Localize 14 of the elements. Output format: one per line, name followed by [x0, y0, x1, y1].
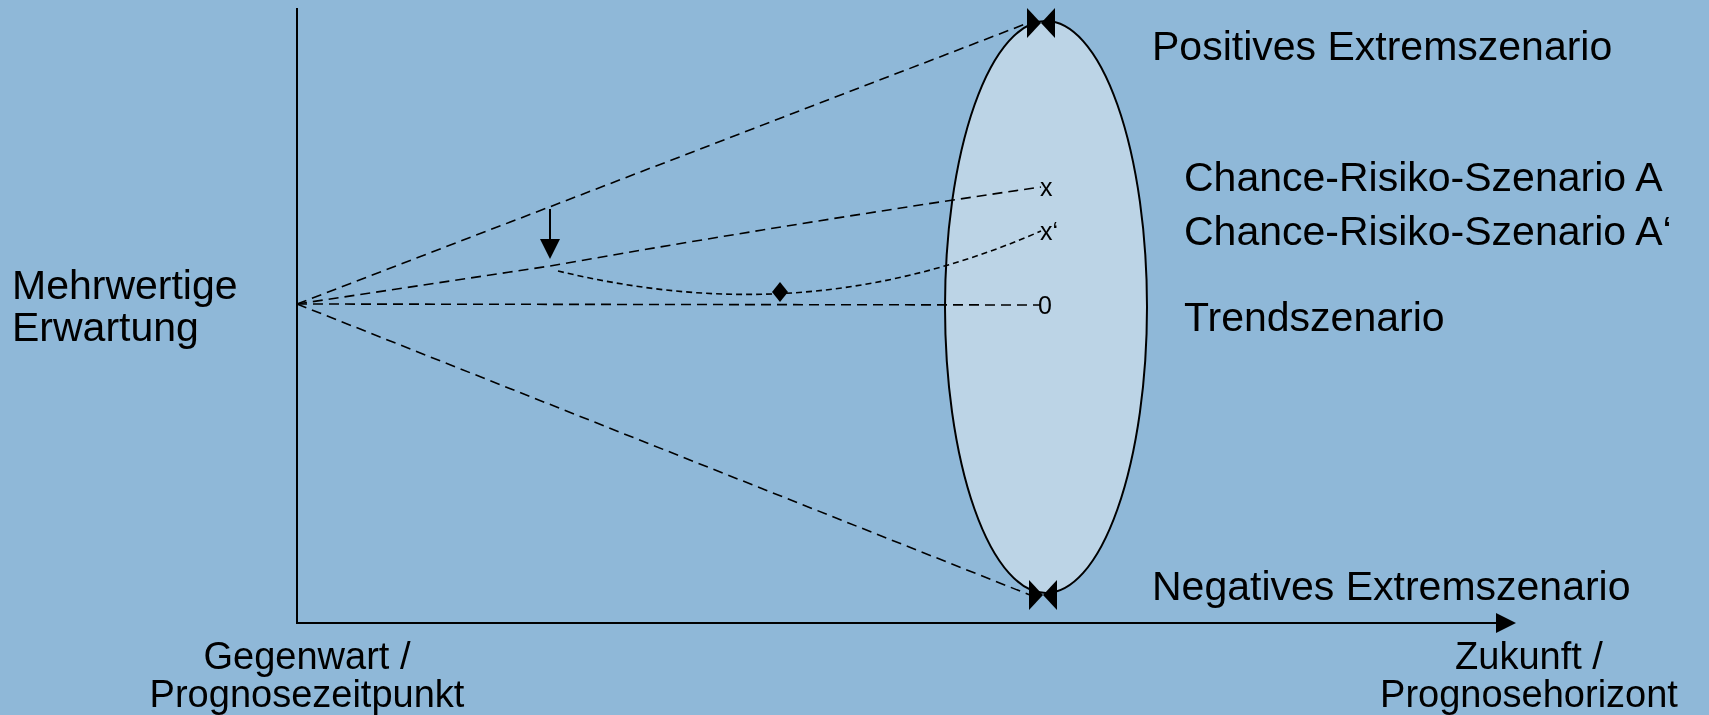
end-point-label: x‘	[1040, 216, 1060, 246]
end-point-label: 0	[1038, 290, 1053, 320]
end-point-label: x	[1040, 172, 1054, 202]
scenario-line	[296, 303, 1040, 306]
scenario-label: Chance-Risiko-Szenario A‘	[1184, 207, 1673, 255]
scenario-line	[557, 230, 1042, 296]
scenario-label: Negatives Extremszenario	[1152, 562, 1632, 610]
scenario-label: Chance-Risiko-Szenario A	[1184, 153, 1664, 201]
axis-label: Gegenwart / Prognosezeitpunkt	[148, 637, 466, 713]
scenario-label: Trendszenario	[1184, 293, 1446, 341]
axis-label: Mehrwertige Erwartung	[12, 264, 239, 348]
axis-label: Zukunft / Prognosehorizont	[1379, 637, 1679, 713]
scenario-label: Positives Extremszenario	[1152, 22, 1614, 70]
scenario-line	[296, 303, 1031, 596]
